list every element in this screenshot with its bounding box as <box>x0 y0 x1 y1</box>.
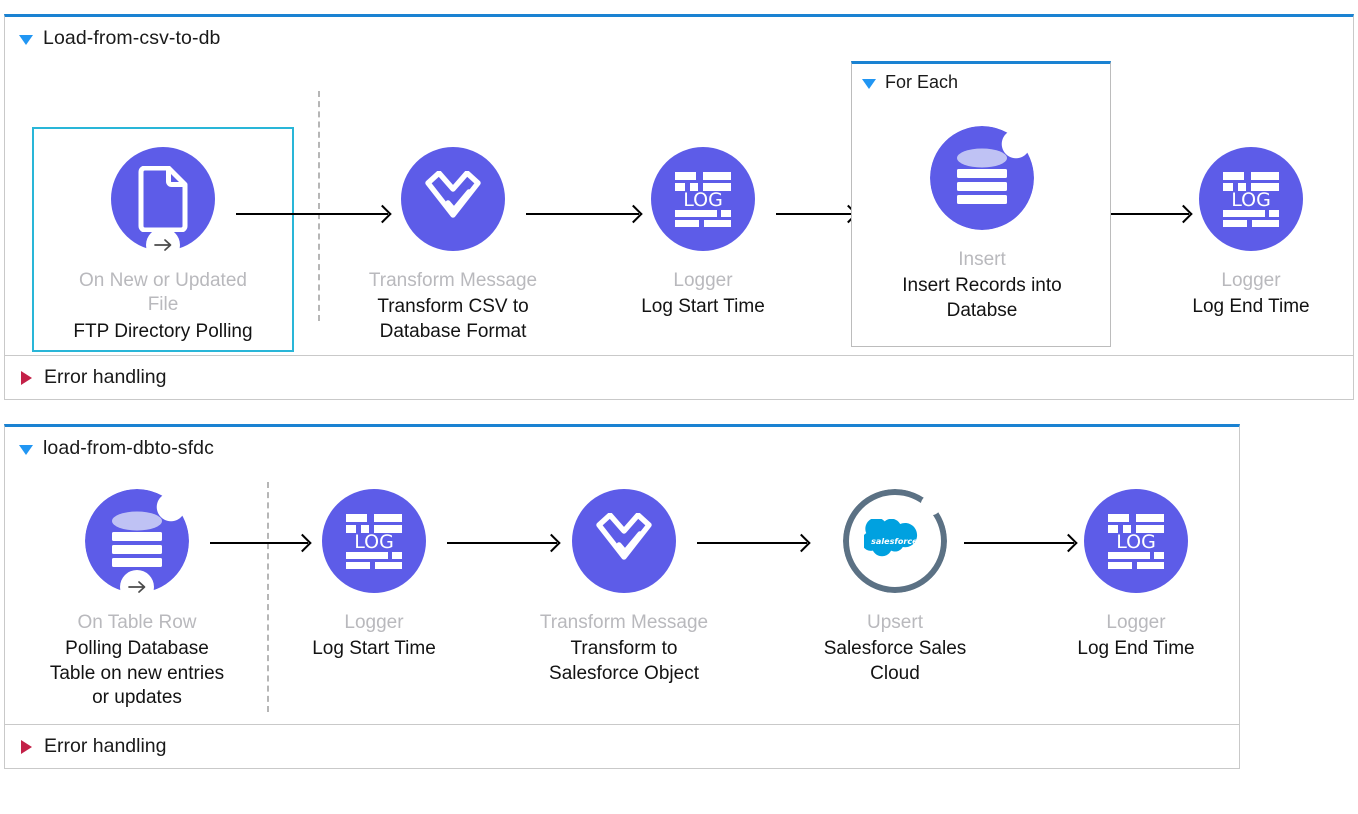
node-circle[interactable] <box>401 147 505 251</box>
connector-arrow <box>964 542 1074 544</box>
node-name-label: FTP Directory Polling <box>73 320 253 342</box>
node-circle[interactable]: LOG <box>322 489 426 593</box>
dataweave-transform-icon <box>596 513 652 560</box>
node-logger-start[interactable]: LOG Logger Log Start Time <box>608 147 798 320</box>
scope-title: For Each <box>885 72 959 92</box>
arrow-right-icon <box>127 581 145 593</box>
node-icon-wrap[interactable] <box>111 147 215 262</box>
node-sub-label: Logger <box>344 612 404 633</box>
arrow-right-icon <box>153 239 171 251</box>
node-name-label: Log Start Time <box>641 296 765 318</box>
logger-icon: LOG <box>346 514 402 569</box>
source-arrow-badge <box>146 228 180 262</box>
svg-text:LOG: LOG <box>1231 189 1271 211</box>
connector-arrow <box>447 542 557 544</box>
node-circle[interactable]: LOG <box>651 147 755 251</box>
flow-2-title-bar[interactable]: load-from-dbto-sfdc <box>5 427 214 460</box>
triangle-down-icon[interactable] <box>862 79 876 89</box>
connector-arrow <box>697 542 807 544</box>
dataweave-transform-icon <box>425 171 481 218</box>
scope-for-each[interactable]: For Each Insert Insert Records into <box>851 61 1111 347</box>
node-icon-wrap[interactable]: LOG <box>1084 489 1188 593</box>
triangle-right-icon[interactable] <box>21 370 32 385</box>
node-icon-wrap[interactable] <box>401 147 505 251</box>
logger-icon: LOG <box>1108 514 1164 569</box>
source-process-divider <box>267 482 269 712</box>
connector-arrow <box>1111 213 1189 215</box>
node-circle[interactable] <box>572 489 676 593</box>
node-transform-sfdc[interactable]: Transform Message Transform to Salesforc… <box>529 489 719 686</box>
node-name-label: Salesforce Sales Cloud <box>823 638 967 684</box>
node-name-label: Transform to Salesforce Object <box>549 638 699 684</box>
scope-title-bar[interactable]: For Each <box>852 64 1110 93</box>
source-arrow-badge <box>120 570 154 604</box>
node-sub-label: Logger <box>1106 612 1166 633</box>
triangle-right-icon[interactable] <box>21 739 32 754</box>
node-circle[interactable]: LOG <box>1084 489 1188 593</box>
node-icon-wrap[interactable]: LOG <box>1199 147 1303 251</box>
node-db-insert[interactable]: Insert Insert Records into Databse <box>887 126 1077 323</box>
node-db-source[interactable]: On Table Row Polling Database Table on n… <box>42 489 232 710</box>
node-sub-label: Insert <box>958 249 1006 270</box>
node-transform-csv[interactable]: Transform Message Transform CSV to Datab… <box>358 147 548 344</box>
database-icon <box>957 148 1007 204</box>
salesforce-cloud-icon: salesforce <box>864 519 918 557</box>
svg-text:LOG: LOG <box>683 189 723 211</box>
database-icon <box>112 511 162 567</box>
flow-1-title: Load-from-csv-to-db <box>43 27 221 49</box>
triangle-down-icon[interactable] <box>19 35 33 45</box>
error-handling-row[interactable]: Error handling <box>5 724 1239 768</box>
node-name-label: Log Start Time <box>312 638 436 660</box>
node-logger-start-2[interactable]: LOG Logger Log Start Time <box>279 489 469 662</box>
flow-container-load-from-dbto-sfdc[interactable]: load-from-dbto-sfdc <box>4 424 1240 769</box>
node-name-label: Polling Database Table on new entries or… <box>49 638 225 708</box>
source-process-divider <box>318 91 320 321</box>
flow-2-title: load-from-dbto-sfdc <box>43 437 214 459</box>
node-logger-end[interactable]: LOG Logger Log End Time <box>1156 147 1346 320</box>
node-sub-label: On Table Row <box>77 612 197 633</box>
connector-arrow <box>776 213 854 215</box>
flow-container-load-from-csv-to-db[interactable]: Load-from-csv-to-db On <box>4 14 1354 400</box>
node-sub-label: On New or Updated File <box>79 270 247 316</box>
error-handling-label: Error handling <box>44 735 167 757</box>
node-name-label: Log End Time <box>1192 296 1310 318</box>
logger-icon: LOG <box>1223 172 1279 227</box>
error-handling-row[interactable]: Error handling <box>5 355 1353 399</box>
node-logger-end-2[interactable]: LOG Logger Log End Time <box>1041 489 1231 662</box>
node-name-label: Log End Time <box>1077 638 1195 660</box>
triangle-down-icon[interactable] <box>19 445 33 455</box>
svg-text:LOG: LOG <box>354 531 394 553</box>
node-icon-wrap[interactable] <box>572 489 676 593</box>
node-icon-wrap[interactable]: LOG <box>651 147 755 251</box>
node-ftp-source[interactable]: On New or Updated File FTP Directory Pol… <box>68 147 258 344</box>
node-sub-label: Logger <box>673 270 733 291</box>
logger-icon: LOG <box>675 172 731 227</box>
node-sub-label: Logger <box>1221 270 1281 291</box>
node-sub-label: Transform Message <box>368 270 538 291</box>
node-icon-wrap[interactable]: LOG <box>322 489 426 593</box>
node-sub-label: Upsert <box>867 612 923 633</box>
document-icon <box>138 166 188 232</box>
node-sub-label: Transform Message <box>539 612 709 633</box>
node-icon-wrap[interactable]: salesforce <box>843 489 947 593</box>
node-name-label: Insert Records into Databse <box>902 275 1062 321</box>
node-icon-wrap[interactable] <box>930 126 1034 230</box>
flow-1-title-bar[interactable]: Load-from-csv-to-db <box>5 17 220 50</box>
connector-arrow <box>236 213 388 215</box>
connector-arrow <box>526 213 639 215</box>
svg-text:LOG: LOG <box>1116 531 1156 553</box>
node-name-label: Transform CSV to Database Format <box>377 296 529 342</box>
error-handling-label: Error handling <box>44 366 167 388</box>
svg-text:salesforce: salesforce <box>871 537 918 546</box>
node-circle[interactable]: LOG <box>1199 147 1303 251</box>
node-icon-wrap[interactable] <box>85 489 189 604</box>
node-circle[interactable]: salesforce <box>843 489 947 593</box>
connector-arrow <box>210 542 308 544</box>
node-salesforce-upsert[interactable]: salesforce Upsert Salesforce Sales Cloud <box>800 489 990 686</box>
node-circle[interactable] <box>930 126 1034 230</box>
